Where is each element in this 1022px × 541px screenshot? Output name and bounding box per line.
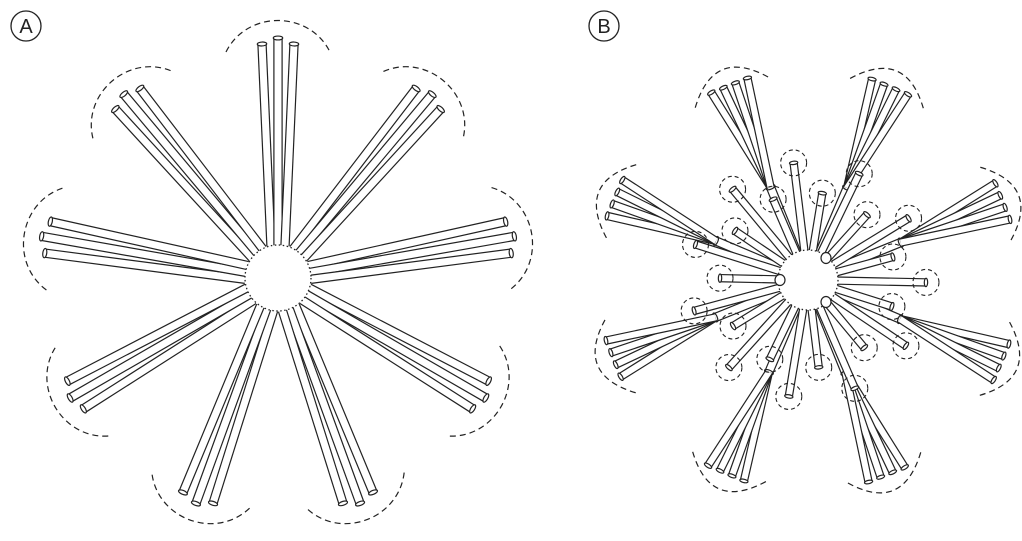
panel-b-nodule-0 [821,253,831,264]
panel-a-fiber-0-2-tip [289,42,299,46]
panel-a-label: A [11,11,41,41]
panel-b-single-fiber-17-tip [718,274,722,282]
panel-b-diagram [595,67,1021,493]
panel-b-single-fiber-6-tip [924,278,928,286]
panel-a-hub [245,245,311,311]
panel-a-fiber-0-0-tip [257,42,267,46]
panel-a-label-text: A [19,16,33,38]
panel-b-label: B [589,11,619,41]
panel-a-fiber-0-1-tip [273,36,282,40]
panel-b-single-fiber-11-tip [814,365,823,369]
panel-b-single-fiber-0-tip [789,161,798,165]
panel-b-label-text: B [597,16,610,38]
panel-b-nodule-1 [775,275,785,286]
panel-b-nodule-2 [821,297,831,308]
panel-a-diagram [23,21,532,524]
